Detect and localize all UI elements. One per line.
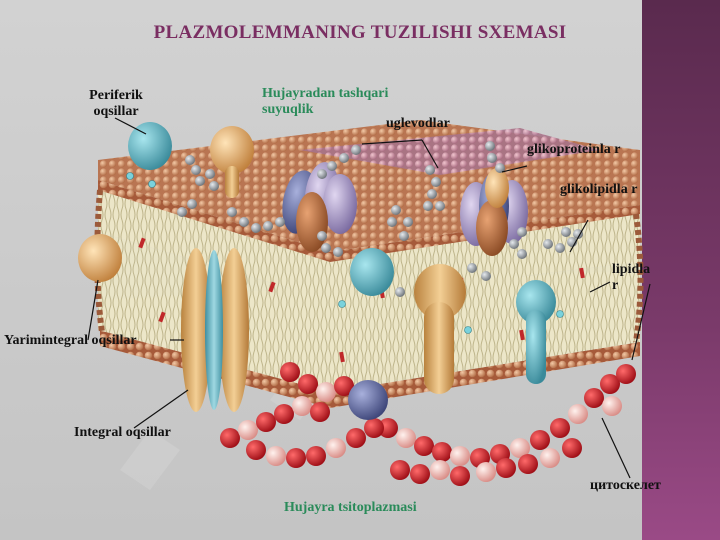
- label-periferik: Periferik oqsillar: [89, 88, 143, 119]
- label-extracellular: Hujayradan tashqari suyuqlik: [262, 86, 389, 117]
- peripheral-proteins: [128, 122, 254, 198]
- label-glikoproteinlar: glikoproteinla r: [527, 142, 621, 157]
- label-uglevodlar: uglevodlar: [386, 116, 450, 131]
- label-pointers: [87, 117, 651, 479]
- label-yarimintegral: Yarimintegral oqsillar: [4, 333, 137, 348]
- label-cytoplasm: Hujayra tsitoplazmasi: [284, 500, 417, 515]
- globular-protein: [350, 248, 394, 296]
- integral-protein: [181, 248, 249, 412]
- label-glikolipidlar: glikolipidla r: [560, 182, 638, 197]
- mushroom-protein-tan: [414, 264, 466, 394]
- label-integral: Integral oqsillar: [74, 425, 171, 440]
- label-tsitoskelet: цитоскелет: [590, 478, 661, 493]
- carbohydrate-chains: [177, 141, 583, 297]
- semi-integral-protein: [78, 234, 122, 282]
- decor-band: [642, 0, 720, 540]
- cytoskeleton: [220, 362, 636, 486]
- glycolipid-beads: [126, 172, 564, 384]
- mushroom-protein-blue: [516, 280, 556, 384]
- slide-title: PLAZMOLEMMANING TUZILISHI SXEMASI: [153, 22, 567, 43]
- label-lipidlar: lipidla r: [612, 262, 651, 293]
